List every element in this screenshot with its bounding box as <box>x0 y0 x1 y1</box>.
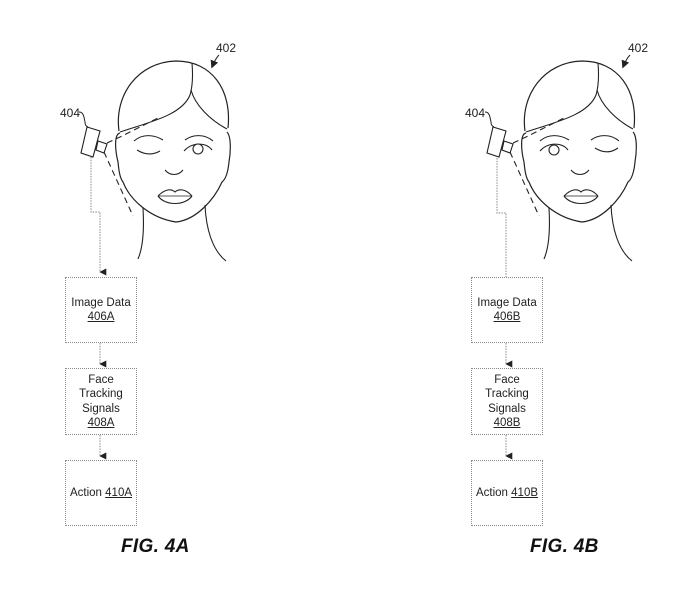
figure-4a <box>78 54 231 460</box>
head-reference-label: 402 <box>216 41 237 55</box>
box-reference: 410A <box>105 486 133 499</box>
image-data-box: Image Data 406B <box>471 277 543 343</box>
face-drawing <box>484 60 637 262</box>
figure-4b <box>484 54 637 460</box>
box-label: Action <box>69 486 102 499</box>
box-label: Face <box>494 373 520 386</box>
face-drawing <box>78 60 231 262</box>
box-label: Face <box>88 373 114 386</box>
connector-line <box>496 158 507 277</box>
camera-reference-label: 404 <box>60 106 81 120</box>
closed-eye-icon <box>594 147 619 153</box>
face-tracking-signals-box: Face Tracking Signals 408A <box>65 368 137 435</box>
figure-caption: FIG. 4B <box>530 536 599 557</box>
reference-arrow <box>210 54 220 69</box>
box-label: Tracking <box>485 388 529 401</box>
closed-eye-icon <box>136 149 161 155</box>
figure-caption: FIG. 4A <box>121 536 190 557</box>
head-reference-label: 402 <box>628 41 649 55</box>
box-reference: 408A <box>87 416 115 429</box>
open-eye-icon <box>539 143 569 156</box>
box-label: Tracking <box>79 388 123 401</box>
box-label: Signals <box>82 402 120 415</box>
box-label: Image Data <box>477 296 537 309</box>
connector-line <box>90 157 107 276</box>
box-label: Action <box>475 486 508 499</box>
box-label: Image Data <box>71 296 131 309</box>
action-box: Action 410B <box>471 460 543 526</box>
box-label: Signals <box>488 402 526 415</box>
box-reference: 408B <box>493 416 521 429</box>
open-eye-icon <box>183 143 213 155</box>
image-data-box: Image Data 406A <box>65 277 137 343</box>
box-reference: 406A <box>87 311 115 323</box>
camera-reference-label: 404 <box>465 106 486 120</box>
action-box: Action 410A <box>65 460 137 526</box>
reference-arrow <box>621 54 631 69</box>
box-reference: 410B <box>511 486 539 499</box>
box-reference: 406B <box>493 311 521 323</box>
face-tracking-signals-box: Face Tracking Signals 408B <box>471 368 543 435</box>
